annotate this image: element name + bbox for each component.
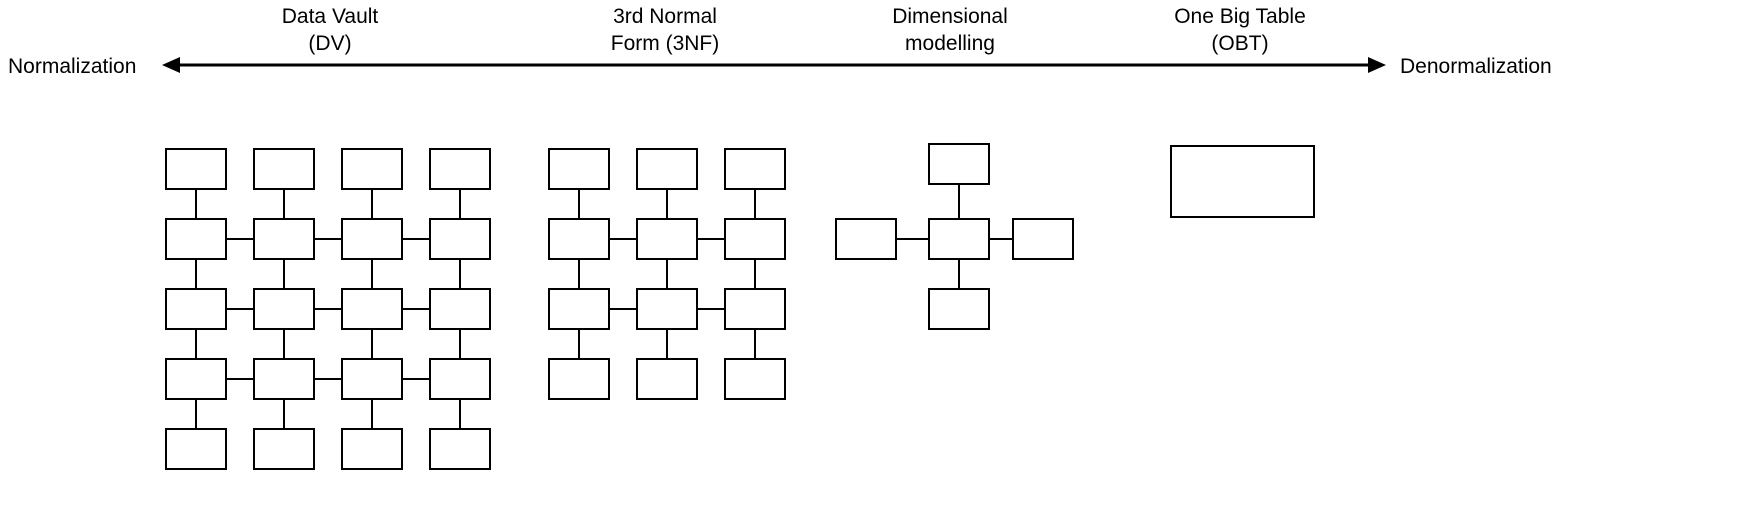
double-headed-arrow-icon <box>162 57 1386 73</box>
third-normal-form-horizontal-connector-r2-c0 <box>610 308 636 310</box>
third-normal-form-vertical-connector-r0-c2 <box>754 190 756 218</box>
column-label-dimensional-modelling: Dimensional modelling <box>892 5 1008 55</box>
data-vault-entity-box-r1-c3 <box>429 218 491 260</box>
data-vault-vertical-connector-r3-c2 <box>371 400 373 428</box>
data-vault-horizontal-connector-r1-c0 <box>227 238 253 240</box>
data-vault-vertical-connector-r0-c2 <box>371 190 373 218</box>
data-vault-entity-box-r4-c1 <box>253 428 315 470</box>
data-vault-vertical-connector-r1-c2 <box>371 260 373 288</box>
data-vault-entity-box-r0-c2 <box>341 148 403 190</box>
third-normal-form-vertical-connector-r2-c2 <box>754 330 756 358</box>
data-vault-vertical-connector-r2-c0 <box>195 330 197 358</box>
data-vault-horizontal-connector-r2-c2 <box>403 308 429 310</box>
data-vault-horizontal-connector-r3-c2 <box>403 378 429 380</box>
third-normal-form-vertical-connector-r2-c1 <box>666 330 668 358</box>
third-normal-form-entity-box-r1-c1 <box>636 218 698 260</box>
data-vault-entity-box-r1-c2 <box>341 218 403 260</box>
data-vault-entity-box-r3-c3 <box>429 358 491 400</box>
data-vault-entity-box-r3-c1 <box>253 358 315 400</box>
third-normal-form-entity-box-r2-c2 <box>724 288 786 330</box>
data-vault-entity-box-r2-c1 <box>253 288 315 330</box>
data-vault-entity-box-r0-c3 <box>429 148 491 190</box>
data-vault-vertical-connector-r3-c0 <box>195 400 197 428</box>
star-dimension-box-left <box>835 218 897 260</box>
third-normal-form-vertical-connector-r1-c2 <box>754 260 756 288</box>
data-vault-horizontal-connector-r2-c0 <box>227 308 253 310</box>
data-vault-vertical-connector-r2-c1 <box>283 330 285 358</box>
third-normal-form-entity-box-r0-c2 <box>724 148 786 190</box>
data-vault-vertical-connector-r0-c1 <box>283 190 285 218</box>
star-connector-satellite-top <box>958 185 960 218</box>
data-vault-horizontal-connector-r3-c1 <box>315 378 341 380</box>
axis-label-normalization: Normalization <box>8 55 137 78</box>
data-vault-horizontal-connector-r2-c1 <box>315 308 341 310</box>
data-vault-entity-box-r4-c2 <box>341 428 403 470</box>
data-vault-entity-box-r4-c0 <box>165 428 227 470</box>
data-vault-vertical-connector-r2-c2 <box>371 330 373 358</box>
third-normal-form-horizontal-connector-r1-c0 <box>610 238 636 240</box>
third-normal-form-entity-box-r0-c1 <box>636 148 698 190</box>
third-normal-form-entity-box-r1-c0 <box>548 218 610 260</box>
data-vault-entity-box-r2-c0 <box>165 288 227 330</box>
data-vault-entity-box-r3-c2 <box>341 358 403 400</box>
data-vault-horizontal-connector-r1-c2 <box>403 238 429 240</box>
column-label-data-vault: Data Vault (DV) <box>281 5 379 55</box>
axis-label-denormalization: Denormalization <box>1400 55 1552 78</box>
third-normal-form-vertical-connector-r0-c1 <box>666 190 668 218</box>
data-vault-vertical-connector-r0-c0 <box>195 190 197 218</box>
data-vault-entity-box-r0-c1 <box>253 148 315 190</box>
star-dimension-box-down <box>928 288 990 330</box>
data-vault-entity-box-r1-c1 <box>253 218 315 260</box>
third-normal-form-vertical-connector-r2-c0 <box>578 330 580 358</box>
third-normal-form-vertical-connector-r1-c0 <box>578 260 580 288</box>
data-vault-entity-box-r2-c3 <box>429 288 491 330</box>
data-vault-vertical-connector-r2-c3 <box>459 330 461 358</box>
third-normal-form-vertical-connector-r0-c0 <box>578 190 580 218</box>
third-normal-form-entity-box-r3-c2 <box>724 358 786 400</box>
data-vault-vertical-connector-r1-c1 <box>283 260 285 288</box>
star-connector-satellite-bottom <box>958 260 960 288</box>
third-normal-form-entity-box-r3-c1 <box>636 358 698 400</box>
star-dimension-box-right <box>1012 218 1074 260</box>
third-normal-form-entity-box-r1-c2 <box>724 218 786 260</box>
data-vault-entity-box-r3-c0 <box>165 358 227 400</box>
third-normal-form-entity-box-r3-c0 <box>548 358 610 400</box>
star-fact-table-box <box>928 218 990 260</box>
star-connector-satellite-left <box>897 238 928 240</box>
third-normal-form-entity-box-r2-c0 <box>548 288 610 330</box>
data-vault-vertical-connector-r3-c3 <box>459 400 461 428</box>
star-connector-satellite-right <box>990 238 1012 240</box>
third-normal-form-horizontal-connector-r2-c1 <box>698 308 724 310</box>
data-vault-entity-box-r4-c3 <box>429 428 491 470</box>
data-vault-vertical-connector-r1-c3 <box>459 260 461 288</box>
one-big-table-box <box>1170 145 1315 218</box>
data-vault-horizontal-connector-r3-c0 <box>227 378 253 380</box>
data-vault-vertical-connector-r1-c0 <box>195 260 197 288</box>
column-label-one-big-table: One Big Table (OBT) <box>1174 5 1306 55</box>
data-vault-horizontal-connector-r1-c1 <box>315 238 341 240</box>
data-vault-entity-box-r1-c0 <box>165 218 227 260</box>
third-normal-form-entity-box-r2-c1 <box>636 288 698 330</box>
data-vault-vertical-connector-r0-c3 <box>459 190 461 218</box>
third-normal-form-horizontal-connector-r1-c1 <box>698 238 724 240</box>
star-dimension-box-up <box>928 143 990 185</box>
third-normal-form-vertical-connector-r1-c1 <box>666 260 668 288</box>
column-label-third-normal-form: 3rd Normal Form (3NF) <box>610 5 720 55</box>
data-vault-vertical-connector-r3-c1 <box>283 400 285 428</box>
data-vault-entity-box-r2-c2 <box>341 288 403 330</box>
data-vault-entity-box-r0-c0 <box>165 148 227 190</box>
third-normal-form-entity-box-r0-c0 <box>548 148 610 190</box>
